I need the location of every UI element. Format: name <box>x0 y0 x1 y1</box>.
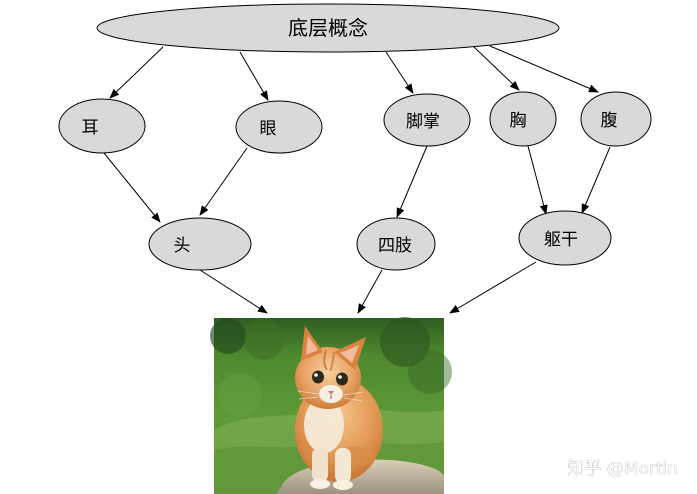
node-eye-label: 眼 <box>260 119 277 139</box>
edge-root-chest <box>473 46 520 91</box>
node-ear: 耳 <box>58 98 146 154</box>
node-root-label: 底层概念 <box>288 16 368 40</box>
node-limbs: 四肢 <box>356 217 436 271</box>
edge-chest-torso <box>527 145 548 215</box>
edge-ear-head <box>103 152 161 223</box>
edge-root-eye <box>239 51 269 101</box>
node-chest-label: 胸 <box>510 111 527 131</box>
edge-paw-limbs <box>396 145 428 218</box>
edge-root-paw <box>385 51 414 94</box>
node-chest: 胸 <box>489 91 557 147</box>
edges <box>103 45 611 314</box>
node-paw-label: 脚掌 <box>406 112 440 132</box>
edge-root-ear <box>109 46 164 99</box>
watermark: 知乎 @Mortin <box>567 459 678 479</box>
node-torso-label: 躯干 <box>544 230 578 250</box>
node-paw: 脚掌 <box>383 93 471 147</box>
node-ear-label: 耳 <box>82 118 99 138</box>
node-limbs-label: 四肢 <box>378 236 412 256</box>
node-root: 底层概念 <box>96 3 560 53</box>
node-head-label: 头 <box>174 236 191 256</box>
edge-belly-torso <box>581 146 611 214</box>
edge-limbs-image <box>357 269 383 314</box>
node-eye: 眼 <box>235 100 323 154</box>
edge-eye-head <box>199 147 248 216</box>
node-belly: 腹 <box>580 91 652 147</box>
edge-torso-image <box>449 261 537 314</box>
edge-root-belly <box>489 45 599 93</box>
node-head: 头 <box>148 217 252 271</box>
node-belly-label: 腹 <box>601 111 618 131</box>
kitten-photo <box>210 317 452 494</box>
edge-head-image <box>199 269 268 314</box>
node-torso: 躯干 <box>518 210 612 266</box>
